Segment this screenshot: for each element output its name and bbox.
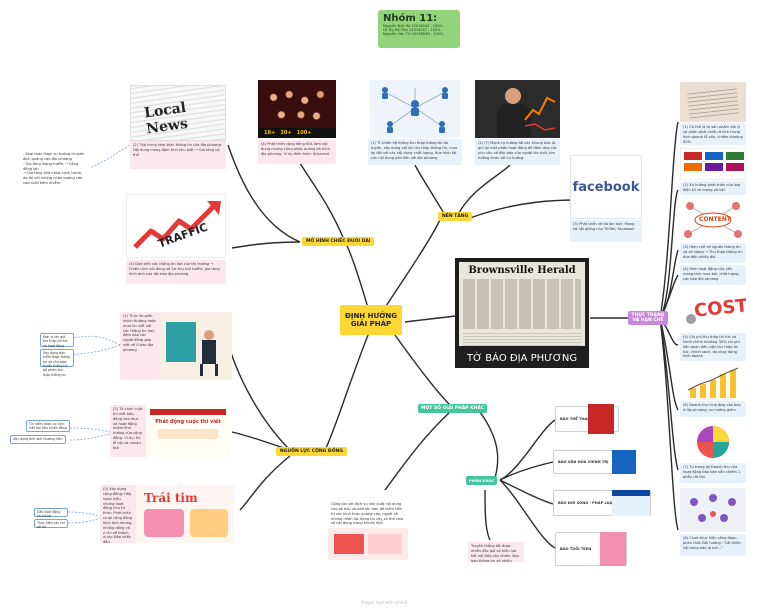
branch-layers[interactable]: PHÂN KHÚC [466, 476, 498, 485]
team-member: Lê Thị Mỹ Tâm 22018047 - 100% [383, 28, 441, 32]
layer-image-culture [612, 450, 636, 474]
traffic-image: TRAFFIC [126, 194, 226, 258]
status-card-8: (8) Chưa thực hiện công đoạn phân thức Đ… [680, 534, 746, 556]
branch-solutions[interactable]: MỘT SỐ GIẢI PHÁP KHÁC [418, 404, 488, 413]
team-heading: Nhóm 11: [383, 13, 438, 24]
traffic-card: (5) Dựa trên các thông tin hot của thị t… [126, 260, 226, 284]
community-note-4: Xây dựng tính anh thương hiệu [10, 435, 66, 444]
team-member: Nguyễn Văn Tín 22018048 - 100% [383, 32, 444, 36]
ksl-card: (4) Phát triển cộng đồng KOL làm nội dun… [258, 140, 336, 164]
newspaper-masthead: Brownsville Herald [468, 265, 576, 276]
trai-tim-text: Trái tim [144, 491, 198, 505]
community-note-3: Tin hiểm được coi hay, viết bài tiêu khi… [26, 420, 70, 432]
community-card-3: (3) Xây dựng cộng đồng: tiếp ngay hiệu n… [100, 485, 136, 543]
local-news-image: Local News [130, 85, 226, 141]
pie-people-image [680, 420, 746, 462]
footer-credit: Pepper tool with xmind [360, 600, 408, 605]
status-card-2: (2) Xu hướng phát triển của loại điện tử… [680, 181, 746, 195]
community-card-1: (1) Thúc khuyến khích thường hoặc mua ti… [120, 312, 160, 380]
branch-platform[interactable]: NỀN TẢNG [438, 212, 473, 221]
status-card-7: (7) Tự trang lợi Doanh thu của hoạt động… [680, 463, 746, 483]
status-card-4: (4) Hình hoạt động của yếu mang tính mua… [680, 265, 746, 285]
chess-card: (2) (F) Mạnh tự hướng tới các khung báo … [475, 139, 560, 165]
team-image [680, 488, 746, 532]
layer-image-life [612, 490, 650, 516]
status-card-1: (1) Có thể là tự sản phẩm vật lý và phân… [680, 123, 746, 145]
community-note-1: Đơn vị tác giả thu thập tin tức và hoạt … [40, 333, 74, 352]
layer-image-sports [588, 404, 614, 434]
trai-tim-image: Trái tim [136, 485, 234, 543]
center-node[interactable]: ĐỊNH HƯỚNG GIẢI PHÁP [340, 305, 402, 335]
growth-image [680, 364, 746, 400]
community-note-5: Cần hoạt động có chỉ lại [34, 508, 68, 518]
facebook-card: (3) Phát triển về đa lân bức: Mạng xã hộ… [570, 220, 642, 242]
status-image-2 [680, 148, 746, 180]
cost-image: COST [680, 288, 746, 332]
local-left-card: - Khai thác được xu hướng chuyển dịch qu… [20, 150, 90, 190]
community-image-1 [160, 312, 232, 380]
branch-community[interactable]: NGUỒN LỰC CỘNG ĐỒNG [276, 447, 347, 456]
team-title-box: Nhóm 11: Nguyễn Đức Hà 22018044 - 100% L… [378, 10, 460, 48]
network-card: (1) Tỉ chiều hệ thống thu thập thông tin… [368, 139, 462, 165]
newspaper-caption: TỜ BÁO ĐỊA PHƯƠNG [466, 353, 578, 364]
contest-image: Phát động cuộc thi viết [146, 405, 230, 457]
content-text: CONTENT [699, 216, 731, 223]
team-member: Nguyễn Đức Hà 22018044 - 100% [383, 24, 443, 28]
branch-long-tail[interactable]: MÔ HÌNH CHIẾC ĐUÔI DÀI [302, 237, 375, 246]
community-card-2: (2) Tổ chức cuộc thi viết báo, đăng vào … [110, 405, 146, 457]
community-note-2: Xây dựng bản kiếm được thông tin và cho … [40, 349, 74, 377]
status-card-6: (6) Doanh thu từ quảng cáo báo ở địa phư… [680, 401, 746, 417]
concert-image: 18+ 30+ 100+ [258, 80, 336, 138]
center-label: ĐỊNH HƯỚNG GIẢI PHÁP [344, 312, 398, 328]
facebook-logo-text: facebook [572, 179, 640, 195]
contest-text: Phát động cuộc thi viết [155, 419, 221, 425]
solutions-card: Cộng tác với dịch vụ sản xuất nội dung c… [328, 500, 408, 528]
facebook-image: facebook [570, 155, 642, 219]
layer-image-teen [600, 532, 626, 566]
network-image [370, 80, 460, 138]
local-newspaper-image[interactable]: Brownsville Herald TỜ BÁO ĐỊA PHƯƠNG [455, 258, 589, 368]
community-note-6: Thực hiện các chỉ số chỉ [34, 519, 68, 529]
branch-status[interactable]: THỰC TRẠNG VÀ HẠN CHẾ [628, 311, 668, 325]
layers-note: Truyền thông tốt được nhiều độc giả và h… [468, 542, 524, 562]
status-card-5: (5) Chi phí thu thập tin tức và hành chí… [680, 333, 746, 361]
status-image-1 [680, 82, 746, 122]
content-image: CONTENT [680, 198, 746, 242]
businessman-image [475, 80, 560, 138]
local-news-card: (2) Tập trung khai thác thông tin của đị… [130, 141, 226, 169]
solutions-image [328, 528, 408, 560]
status-card-3: (3) Hàm chế về nguồn thông tin và số lượ… [680, 243, 746, 263]
cost-text: COST [693, 295, 746, 322]
